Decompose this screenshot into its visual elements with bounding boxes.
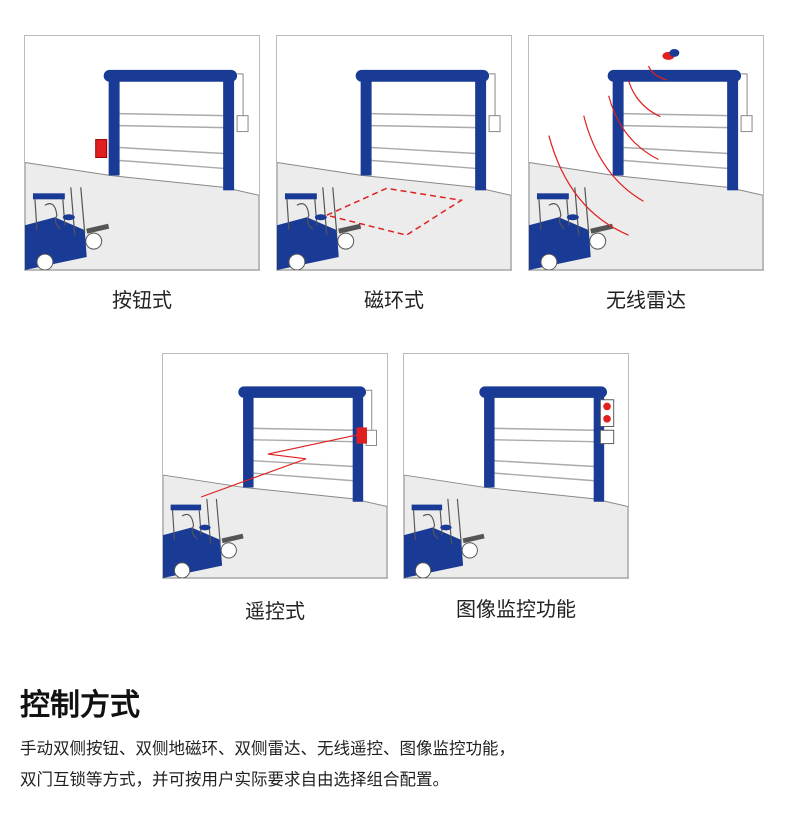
- forklift-icon: [404, 498, 485, 578]
- door-scene-illustration: [529, 48, 763, 270]
- door-scene-illustration: [404, 386, 628, 578]
- door-slats-icon: [253, 427, 354, 482]
- caption-camera: 图像监控功能: [456, 597, 576, 621]
- door-frame-icon: [103, 69, 238, 191]
- panel-camera: [403, 353, 629, 579]
- description-line-1: 手动双侧按钮、双侧地磁环、双侧雷达、无线遥控、图像监控功能，: [20, 739, 515, 758]
- door-frame-icon: [238, 386, 367, 502]
- push-button-icon: [95, 139, 108, 158]
- door-frame-icon: [479, 386, 608, 502]
- caption-button: 按钮式: [112, 288, 172, 312]
- remote-signal-icon: [200, 427, 367, 498]
- door-scene-illustration: [25, 69, 259, 270]
- door-slats-icon: [623, 112, 729, 170]
- control-box-icon: [365, 389, 377, 446]
- section-title: 控制方式: [20, 688, 140, 723]
- door-frame-icon: [607, 69, 742, 191]
- door-scene-illustration: [163, 386, 387, 578]
- caption-radar: 无线雷达: [606, 288, 686, 312]
- forklift-icon: [163, 498, 244, 578]
- door-slats-icon: [371, 112, 477, 170]
- control-box-icon: [236, 73, 249, 133]
- panel-button: [24, 35, 260, 271]
- control-box-icon: [488, 73, 501, 133]
- description-line-2: 双门互锁等方式，并可按用户实际要求自由选择组合配置。: [20, 770, 449, 789]
- door-slats-icon: [494, 427, 595, 482]
- panel-remote: [162, 353, 388, 579]
- panel-radar: [528, 35, 764, 271]
- ground-loop-icon: [324, 187, 464, 236]
- forklift-icon: [25, 187, 110, 270]
- caption-remote: 遥控式: [245, 599, 305, 623]
- radar-icon: [548, 48, 680, 236]
- control-box-icon: [740, 73, 753, 133]
- door-slats-icon: [119, 112, 225, 170]
- traffic-light-icon: [599, 399, 615, 445]
- caption-loop: 磁环式: [364, 288, 424, 312]
- door-frame-icon: [355, 69, 490, 191]
- door-scene-illustration: [277, 69, 511, 270]
- forklift-icon: [277, 187, 362, 270]
- forklift-icon: [529, 187, 614, 270]
- panel-loop: [276, 35, 512, 271]
